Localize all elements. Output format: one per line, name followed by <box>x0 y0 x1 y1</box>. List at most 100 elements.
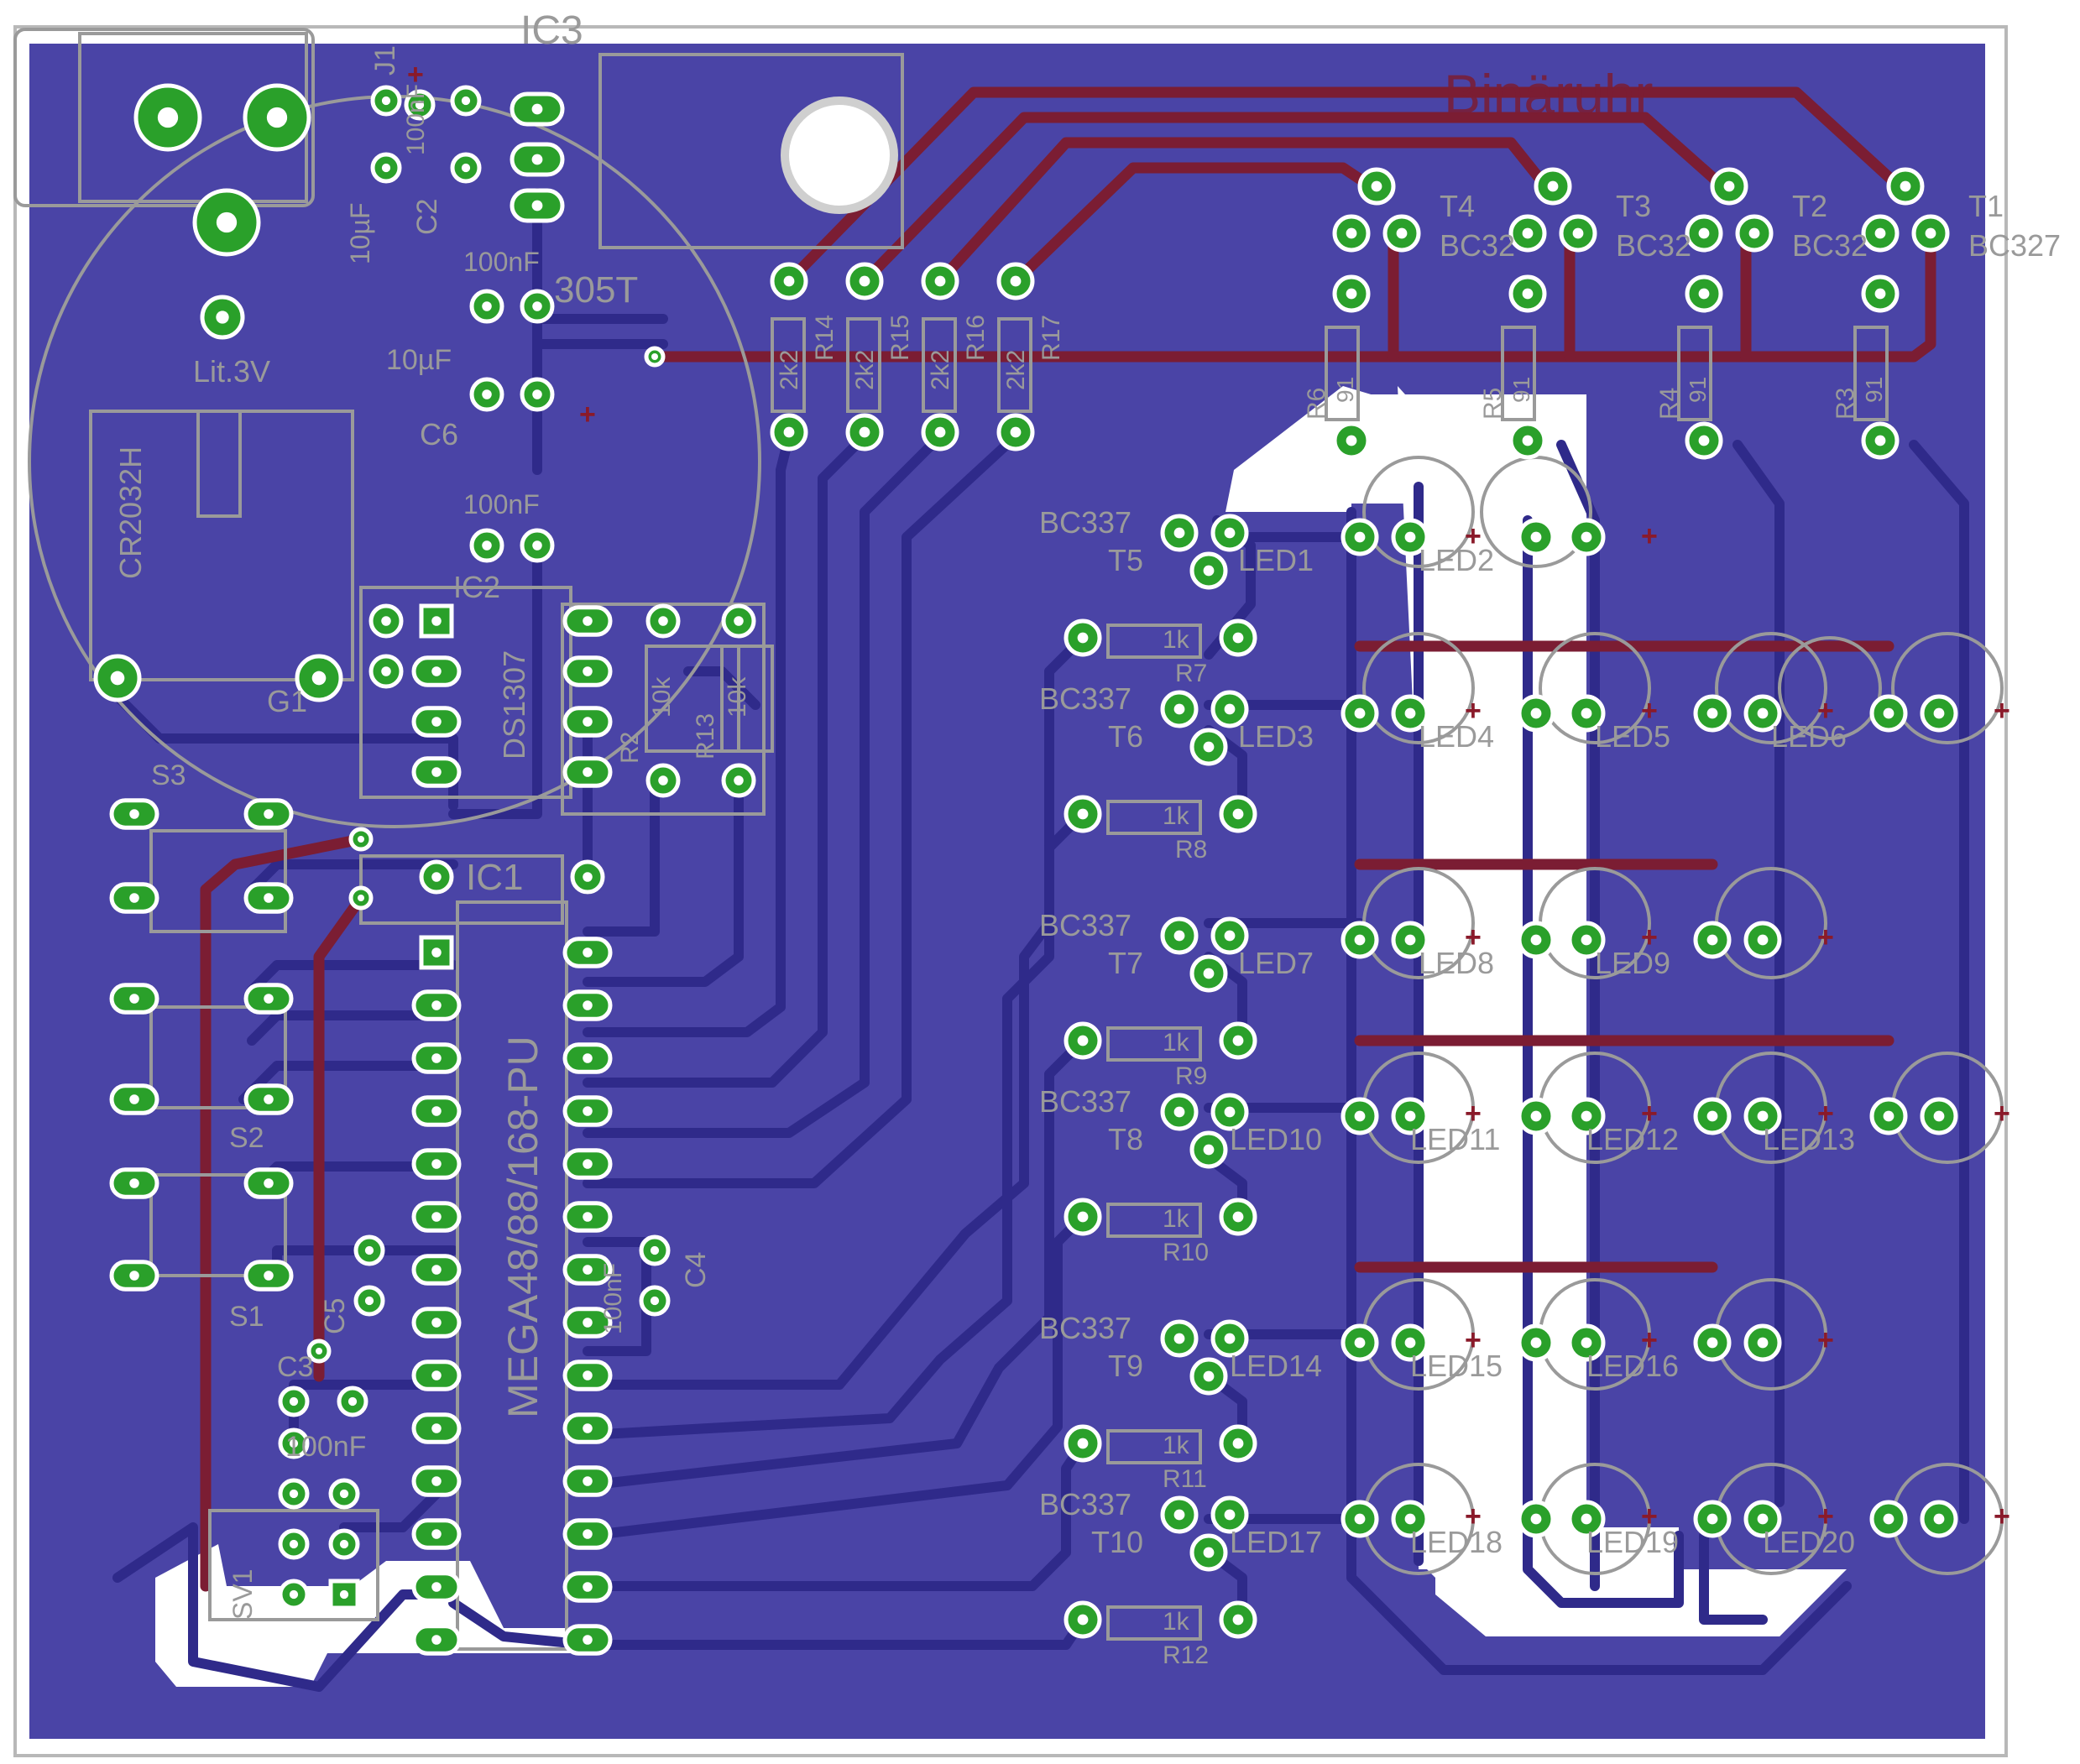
label-s3: S3 <box>151 759 186 791</box>
plus-mark-0: + <box>1465 520 1482 552</box>
j1-pad-3-drill <box>216 211 238 233</box>
led-12-pad-k-drill <box>1706 1110 1718 1122</box>
label-t9-part: BC337 <box>1039 1311 1131 1345</box>
tn-pad-c2-drill <box>1203 968 1215 979</box>
label-t3: T3 <box>1616 189 1651 223</box>
switch-pad-l2-drill <box>129 994 139 1004</box>
led-13-pad-k-drill <box>1883 1110 1894 1122</box>
ic1-pin-1-drill <box>431 947 442 958</box>
sv1-pad-l2-drill <box>289 1589 299 1600</box>
label-r8-val: 1k <box>1163 802 1190 830</box>
transistor-top-c1-drill <box>1572 227 1584 239</box>
label-t8: T8 <box>1108 1122 1143 1156</box>
led-5-pad-k-drill <box>1706 707 1718 719</box>
rn-pad-b1-drill <box>1232 808 1244 820</box>
rn-pad-b2-drill <box>1232 1035 1244 1046</box>
label-r11: R11 <box>1163 1465 1207 1493</box>
plus-mark-11: + <box>1817 1098 1834 1130</box>
led-11-pad-k-drill <box>1530 1110 1542 1122</box>
sv1-pad-l0-drill <box>289 1489 299 1499</box>
label-s1: S1 <box>229 1301 264 1333</box>
r-top-pad-b1-drill <box>1522 435 1534 446</box>
board-outline <box>13 25 2008 1757</box>
label-r6-val: 91 <box>1332 377 1358 403</box>
plus-mark-18: + <box>1817 1500 1834 1532</box>
label-t3-part: BC32 <box>1616 228 1691 263</box>
via-drill <box>358 895 364 901</box>
switch-pad-r2-drill <box>264 994 274 1004</box>
label-r14: R14 <box>811 315 839 361</box>
ic1-pin-3-drill <box>431 1053 442 1063</box>
c-pad-drill <box>482 389 492 399</box>
label-cr2032: CR2032H <box>113 446 148 579</box>
label-led3: LED3 <box>1238 719 1314 754</box>
led-18-pad-k-drill <box>1530 1513 1542 1525</box>
plus-mark-3: + <box>1641 695 1658 727</box>
label-c5: C5 <box>319 1298 351 1334</box>
c-pad-drill <box>532 389 542 399</box>
label-r9: R9 <box>1175 1062 1207 1090</box>
switch-pad-l4-drill <box>129 1178 139 1188</box>
label-c3-val: 100nF <box>285 1431 366 1463</box>
tn-pad-c1-drill <box>1203 741 1215 753</box>
r17-pad-bottom-drill <box>1010 426 1022 438</box>
silkscreen-outlines <box>13 28 2004 1651</box>
label-t1-part: BC327 <box>1968 228 2061 263</box>
tn-pad-a1-drill <box>1173 703 1185 715</box>
label-j1: J1 <box>369 45 401 76</box>
label-led17: LED17 <box>1230 1525 1322 1559</box>
ic3-pin-3-drill <box>531 200 543 211</box>
label-led4: LED4 <box>1419 719 1494 754</box>
c5-pad-drill <box>364 1245 374 1255</box>
label-t2-part: BC32 <box>1792 228 1868 263</box>
ic1-pin-12-drill <box>431 1529 442 1539</box>
tn-pad-b1-drill <box>1224 703 1236 715</box>
plus-mark-16: + <box>1465 1500 1482 1532</box>
plus-mark-6: + <box>1465 921 1482 953</box>
tn-pad-c0-drill <box>1203 565 1215 577</box>
ic1-pin-9-drill <box>431 1370 442 1380</box>
label-ic1: IC1 <box>466 857 523 898</box>
led-3-pad-a-drill <box>1404 707 1416 719</box>
label-led20: LED20 <box>1763 1525 1855 1559</box>
label-ic3: IC3 <box>520 8 583 53</box>
led-8-pad-a-drill <box>1581 934 1592 946</box>
c-pad-drill <box>482 301 492 311</box>
label-c6-val: 10µF <box>386 344 452 376</box>
led-16-pad-a-drill <box>1757 1337 1769 1349</box>
tn-pad-a3-drill <box>1173 1106 1185 1118</box>
sv1-pad-r2-drill <box>339 1589 349 1600</box>
ic1-pin-6-drill <box>431 1212 442 1222</box>
r-top-pad-0-drill <box>1346 288 1357 300</box>
silkscreen-text: Binäruhr IC3 305T J1 C2 100nF 10µF 100nF… <box>113 8 2061 1669</box>
ic1-pin-16-drill <box>583 1582 593 1592</box>
battery-pad-a-drill <box>110 671 125 686</box>
ic1-pin-4-drill <box>431 1106 442 1116</box>
led-17-pad-a-drill <box>1404 1513 1416 1525</box>
tn-pad-c3-drill <box>1203 1144 1215 1156</box>
ic3-pin-2-drill <box>531 154 543 165</box>
label-r15-val: 2k2 <box>851 350 879 390</box>
plus-mark-5: + <box>1994 695 2010 727</box>
label-c100nf-b: 100nF <box>463 489 540 519</box>
ic2-pin-r1-drill <box>583 666 593 676</box>
ic1-pin-27-drill <box>583 1000 593 1010</box>
label-c2-val: 100nF <box>402 84 430 155</box>
ic2-pin-r3-drill <box>583 767 593 777</box>
ic2-pin-l2-drill <box>431 717 442 727</box>
led-8-pad-k-drill <box>1530 934 1542 946</box>
switch-pad-l0-drill <box>129 809 139 819</box>
label-r2: R2 <box>616 732 644 764</box>
tn-pad-c4-drill <box>1203 1370 1215 1382</box>
label-led11: LED11 <box>1410 1122 1500 1156</box>
label-c4-val: 100nF <box>599 1263 627 1334</box>
r-top-pad-b2-drill <box>1698 435 1710 446</box>
plus-mark-13: + <box>1465 1324 1482 1356</box>
tn-pad-c5-drill <box>1203 1547 1215 1558</box>
label-t6: T6 <box>1108 719 1143 754</box>
transistor-top-c0-drill <box>1396 227 1408 239</box>
xtal-pad-drill <box>381 616 391 626</box>
label-sv1: SV1 <box>227 1569 258 1620</box>
label-r13: R13 <box>692 713 719 759</box>
transistor-top-b3-drill <box>1900 180 1911 192</box>
